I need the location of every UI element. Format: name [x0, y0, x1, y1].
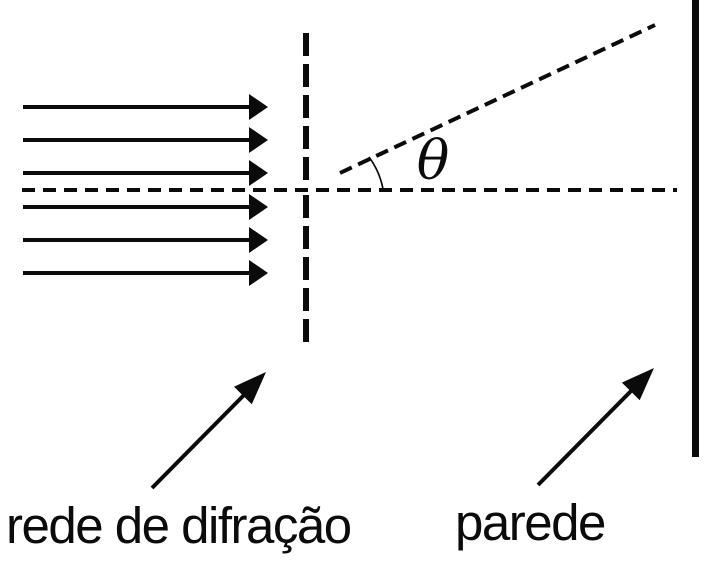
- angle-label: θ: [416, 129, 450, 192]
- incident-ray-arrowhead-icon: [249, 260, 268, 286]
- incident-rays: [23, 94, 268, 286]
- wall-line: [692, 0, 699, 457]
- incident-ray-arrowhead-icon: [249, 160, 268, 186]
- grating-label: rede de difração: [6, 497, 352, 554]
- incident-ray-arrowhead-icon: [249, 127, 268, 153]
- incident-ray-arrowhead-icon: [249, 94, 268, 120]
- grating-pointer-arrowhead-icon: [234, 372, 266, 405]
- wall-pointer-arrow: [536, 368, 654, 487]
- grating-pointer-arrow: [150, 372, 266, 490]
- wall-pointer-arrowhead-icon: [621, 368, 654, 401]
- diffracted-ray-line: [339, 23, 656, 175]
- incident-ray-arrowhead-icon: [249, 227, 268, 253]
- angle-arc: [368, 156, 384, 190]
- wall-pointer-shaft: [536, 387, 635, 487]
- grating-pointer-shaft: [150, 392, 247, 490]
- incident-ray-arrowhead-icon: [249, 194, 268, 220]
- wall-label: parede: [455, 494, 606, 551]
